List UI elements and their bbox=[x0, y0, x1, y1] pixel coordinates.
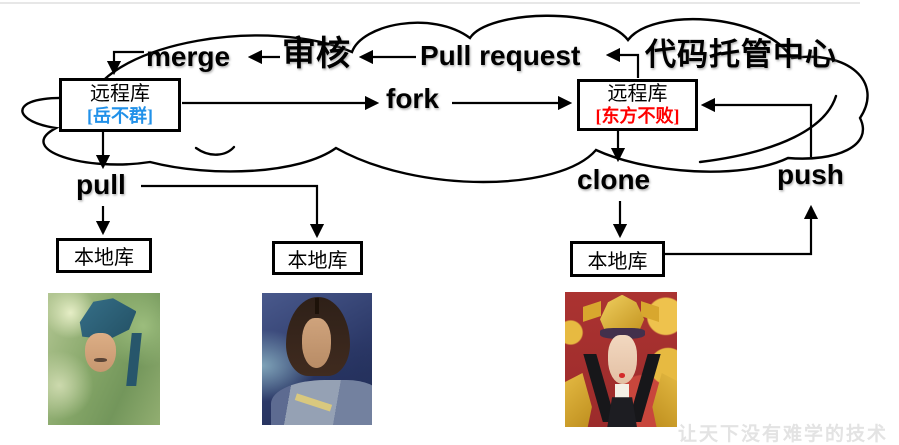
robe bbox=[48, 370, 160, 425]
fork-label: fork bbox=[386, 83, 439, 114]
headband bbox=[599, 328, 645, 340]
pull-label: pull bbox=[76, 169, 126, 200]
yue-buqun-portrait bbox=[48, 293, 160, 425]
cloud-accent-right bbox=[698, 94, 838, 164]
cloud-accent-bottom bbox=[194, 145, 236, 156]
local-repo-box: 本地库 bbox=[272, 241, 363, 275]
code-hosting-center-label: 代码托管中心 bbox=[645, 37, 837, 72]
linghu-chong-portrait bbox=[262, 293, 372, 425]
clone-label: clone bbox=[577, 164, 651, 195]
arrow-local3-to-push bbox=[663, 204, 819, 256]
top-divider bbox=[0, 2, 860, 4]
remote-repo-title: 远程库 bbox=[90, 83, 150, 106]
merge-label: merge bbox=[146, 41, 231, 72]
arrow-push-to-rightremote bbox=[700, 97, 813, 157]
arrow-pull-to-local2 bbox=[141, 184, 325, 239]
dongfang-bubai-portrait bbox=[565, 292, 677, 427]
face bbox=[84, 332, 117, 373]
cloud-outline bbox=[21, 14, 869, 184]
remote-repo-dongfang-bubai: 远程库 [东方不败] bbox=[577, 79, 698, 131]
face bbox=[301, 318, 332, 369]
pull-request-label: Pull request bbox=[420, 40, 581, 71]
arrow-right-remote-to-pullrequest bbox=[605, 47, 640, 78]
local-repo-box: 本地库 bbox=[570, 241, 665, 277]
review-label: 审核 bbox=[282, 36, 350, 73]
remote-repo-yue-buqun: 远程库 [岳不群] bbox=[59, 78, 181, 132]
remote-repo-title: 远程库 bbox=[607, 83, 668, 106]
hair-part bbox=[314, 298, 320, 315]
push-label: push bbox=[777, 159, 844, 190]
remote-repo-owner: [岳不群] bbox=[87, 106, 153, 127]
remote-repo-owner: [东方不败] bbox=[595, 106, 680, 127]
mustache bbox=[93, 357, 108, 362]
lips bbox=[618, 373, 626, 378]
vest bbox=[606, 397, 638, 427]
arrow-merge-to-left-remote bbox=[106, 50, 144, 76]
watermark-text: 让天下没有难学的技术 bbox=[678, 424, 889, 445]
local-repo-box: 本地库 bbox=[56, 238, 152, 273]
